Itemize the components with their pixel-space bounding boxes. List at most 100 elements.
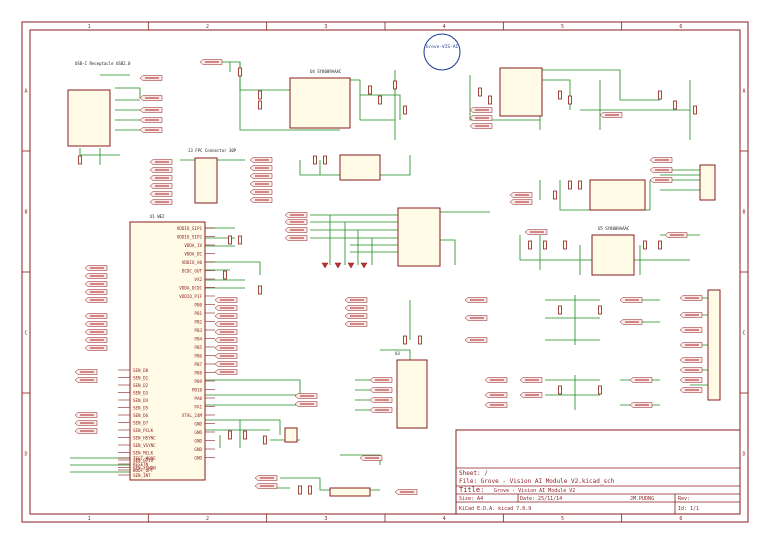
- mcu-right-pin-label: GND: [194, 447, 202, 452]
- column-marker: 4: [443, 516, 446, 522]
- mcu-right-pin-label: PB8: [194, 371, 202, 376]
- passive-part: [313, 155, 317, 165]
- mcu-right-pin-label: PB1: [194, 311, 202, 316]
- net-label-tag: [149, 183, 173, 189]
- net-label-tag: [369, 397, 393, 403]
- mcu-left-pin-label: SEN_MCLK: [133, 451, 154, 456]
- net-label-tag: [359, 455, 383, 461]
- passive-part: [558, 90, 562, 100]
- column-marker: 1: [88, 24, 91, 30]
- net-label-tag: [619, 319, 643, 325]
- net-label-tag: [469, 123, 493, 129]
- passive-part: [673, 100, 677, 110]
- net-label-tag: [509, 199, 533, 205]
- mcu-body: [129, 221, 206, 481]
- title-author: JM.PUDNG: [630, 496, 654, 502]
- passive-part: [258, 285, 262, 295]
- button-body: [329, 487, 371, 497]
- net-label-tag: [524, 229, 548, 235]
- net-label-tag: [679, 387, 703, 393]
- camera-connector-body: [194, 157, 218, 204]
- title-label: Title:: [459, 486, 484, 494]
- net-label-tag: [139, 127, 163, 133]
- mcu-right-pin-label: PA1: [194, 405, 202, 410]
- mcu-right-pin-label: GND: [194, 439, 202, 444]
- net-label-tag: [84, 337, 108, 343]
- passive-part: [238, 67, 242, 77]
- title-size: Size: A4: [459, 496, 483, 502]
- net-label-tag: [249, 157, 273, 163]
- net-label-tag: [679, 295, 703, 301]
- passive-part: [228, 235, 232, 245]
- net-label-tag: [254, 483, 278, 489]
- mcu-left-pin-label: SEN_INT: [133, 473, 151, 478]
- net-label-tag: [249, 165, 273, 171]
- net-label-tag: [214, 321, 238, 327]
- net-label-tag: [369, 387, 393, 393]
- components: [67, 67, 721, 497]
- passive-part: [228, 430, 232, 440]
- title-file: File: Grove - Vision AI Module V2.kicad_…: [459, 478, 615, 485]
- net-label-tag: [84, 297, 108, 303]
- net-label-tag: [84, 289, 108, 295]
- mcu-left-pin-label: SEN_PCLK: [133, 428, 154, 433]
- net-label-tag: [139, 117, 163, 123]
- net-label-tag: [509, 192, 533, 198]
- mcu-right-pin-label: GND: [194, 456, 202, 461]
- mcu-left-pin-label: RESETN: [133, 462, 149, 467]
- mcu-left-pin-label: SEN_XSHDN: [133, 466, 156, 471]
- flash-block-label: U3: [395, 351, 400, 356]
- ldo-body: [289, 77, 351, 129]
- row-marker: D: [742, 452, 745, 458]
- header-connector-body: [707, 289, 721, 401]
- mcu-left-pin-label: SEN_VSYNC: [133, 443, 156, 448]
- net-label-tag: [284, 219, 308, 225]
- net-label-tag: [139, 75, 163, 81]
- net-label-tag: [519, 392, 543, 398]
- net-label-tag: [74, 420, 98, 426]
- title-value: Grove - Vision AI Module V2: [494, 488, 575, 494]
- net-label-tag: [254, 475, 278, 481]
- net-label-tag: [664, 232, 688, 238]
- net-label-tag: [139, 107, 163, 113]
- mcu-right-pin-label: VX2: [194, 277, 202, 282]
- column-marker: 3: [324, 24, 327, 30]
- passive-part: [568, 95, 572, 105]
- net-label-tag: [74, 428, 98, 434]
- title-date: Date: 25/11/14: [520, 496, 562, 502]
- net-label-tag: [484, 377, 508, 383]
- led-part: [360, 262, 368, 269]
- title-block: Sheet: / File: Grove - Vision AI Module …: [455, 429, 741, 515]
- mcu-left-pin-label: SEN_D6: [133, 413, 149, 418]
- passive-components: [78, 67, 697, 495]
- net-label-tag: [649, 167, 673, 173]
- mcu-right-pin-label: PB10: [192, 388, 203, 393]
- net-label-tag: [629, 377, 653, 383]
- level-shifter-body: [589, 179, 646, 211]
- title-bubble: [423, 33, 461, 71]
- column-marker: 6: [679, 24, 682, 30]
- bubble-text: Grove-VIS-AI: [426, 44, 459, 50]
- net-label-tag: [84, 321, 108, 327]
- net-label-tag: [214, 369, 238, 375]
- passive-part: [643, 240, 647, 250]
- led-part: [334, 262, 342, 269]
- passive-part: [403, 335, 407, 345]
- net-label-tag: [214, 337, 238, 343]
- column-marker: 2: [206, 516, 209, 522]
- title-tool: KiCad E.D.A. kicad 7.0.9: [459, 506, 531, 512]
- mcu-right-pin-label: GND: [194, 422, 202, 427]
- net-label-tag: [369, 407, 393, 413]
- passive-part: [243, 430, 247, 440]
- grove-connector-body: [699, 164, 716, 201]
- net-label-tag: [139, 95, 163, 101]
- passive-part: [378, 95, 382, 105]
- net-label-tag: [294, 393, 318, 399]
- passive-part: [543, 240, 547, 250]
- net-label-tag: [649, 157, 673, 163]
- column-marker: 2: [206, 24, 209, 30]
- mcu-left-pin-label: SEN_D1: [133, 376, 149, 381]
- net-label-tag: [149, 191, 173, 197]
